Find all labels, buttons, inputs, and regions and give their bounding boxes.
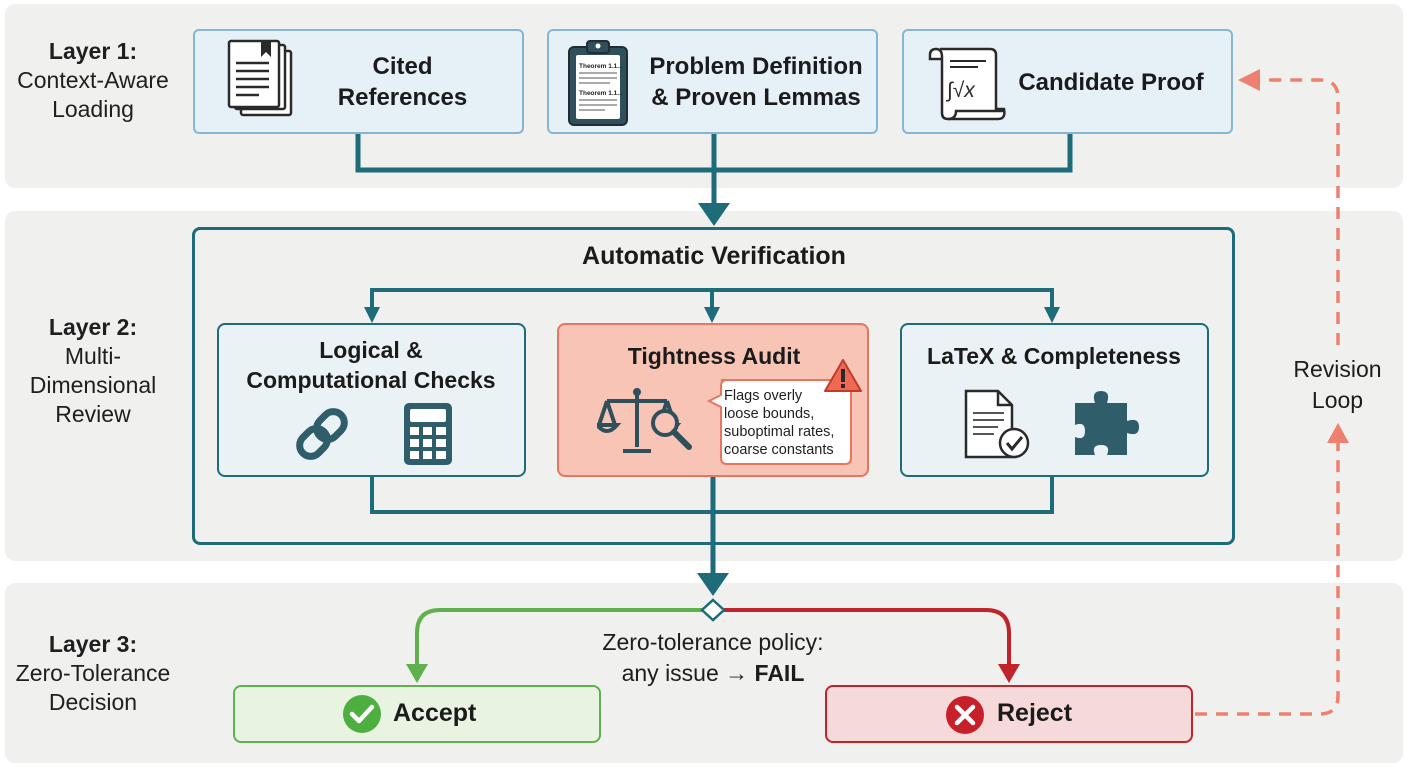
reject-button[interactable]: Reject [825, 685, 1193, 743]
fanout-arrowhead-middle [704, 307, 720, 323]
scroll-formula-text: ∫√x [946, 79, 976, 102]
automatic-verification-title: Automatic Verification [582, 242, 846, 270]
latex-completeness-label: LaTeX & Completeness [927, 343, 1181, 369]
problem-definition-label: Problem Definition & Proven Lemmas [643, 51, 869, 113]
callout-line: Flags overly [724, 388, 803, 404]
reject-arrowhead [998, 664, 1020, 683]
revision-loop-line-upper [1258, 78, 1340, 345]
layer-3-subtitle-line: Decision [48, 689, 138, 715]
card-label-line: & Proven Lemmas [651, 84, 861, 111]
cited-references-card[interactable]: Cited References [193, 29, 524, 134]
clipboard-theorem-line: Theorem 1.1... [579, 63, 623, 70]
layer-1-title: Layer 1: [48, 38, 138, 64]
clipboard-icon: Theorem 1.1... Theorem 1.1... [568, 40, 628, 126]
scale-magnifier-icon [597, 388, 692, 453]
callout-line: suboptimal rates, [724, 424, 835, 440]
automatic-verification-box [192, 227, 1235, 545]
box-label-line: Logical & [319, 337, 423, 363]
latex-completeness-box[interactable]: LaTeX & Completeness [900, 323, 1209, 477]
input-arrowhead [698, 203, 730, 226]
tightness-audit-label: Tightness Audit [627, 343, 801, 369]
layer-3-title: Layer 3: [48, 631, 138, 657]
accept-branch-line [415, 608, 702, 666]
layer-2-subtitle-line: Multi- [64, 343, 122, 369]
layer-3-label: Layer 3: Zero-Tolerance Decision [0, 630, 186, 717]
reject-branch-line [724, 608, 1011, 666]
document-stack-icon [227, 39, 293, 117]
card-label-line: Problem Definition [649, 53, 863, 80]
callout-line: coarse constants [724, 442, 834, 458]
scroll-formula-icon: ∫√x [928, 47, 1006, 121]
layer-1-subtitle-line: Loading [52, 96, 134, 122]
clipboard-theorem-line: Theorem 1.1... [579, 90, 623, 97]
layer-2-label: Layer 2: Multi- Dimensional Review [0, 313, 186, 429]
card-label-line: References [337, 84, 468, 111]
card-label-line: Candidate Proof [1018, 69, 1204, 96]
cited-references-label: Cited References [315, 51, 490, 113]
layer-1-label: Layer 1: Context-Aware Loading [0, 37, 186, 124]
fanout-arrowhead-right [1044, 307, 1060, 323]
layer-2-subtitle-line: Review [55, 401, 131, 427]
fanout-arrowhead-left [364, 307, 380, 323]
card-label-line: Cited [372, 53, 433, 80]
revision-loop-arrowhead-left [1238, 69, 1260, 91]
input-merge-connector [355, 133, 1073, 205]
logical-computational-checks-box[interactable]: Logical & Computational Checks [217, 323, 526, 477]
verification-fanout-connector [370, 288, 1054, 310]
layer-2-title: Layer 2: [48, 314, 138, 340]
box-label-line: Computational Checks [246, 367, 496, 393]
policy-fail-text: FAIL [754, 660, 805, 686]
candidate-proof-card[interactable]: ∫√x Candidate Proof [902, 29, 1233, 134]
layer-2-subtitle-line: Dimensional [29, 372, 157, 398]
zero-tolerance-policy: Zero-tolerance policy: any issue → FAIL [540, 627, 886, 689]
policy-line-1: Zero-tolerance policy: [602, 629, 824, 655]
tightness-audit-callout: Flags overly loose bounds, suboptimal ra… [724, 387, 854, 459]
x-circle-icon [946, 696, 984, 734]
tightness-audit-box[interactable]: Tightness Audit Flags overly loose bound… [557, 323, 869, 477]
warning-icon [824, 359, 862, 392]
problem-definition-card[interactable]: Theorem 1.1... Theorem 1.1... Problem De… [547, 29, 878, 134]
candidate-proof-label: Candidate Proof [1012, 67, 1210, 98]
decision-arrowhead [697, 573, 729, 596]
policy-line-2-prefix: any issue → [621, 660, 755, 686]
revision-loop-label: Revision Loop [1280, 354, 1395, 416]
reject-label: Reject [997, 699, 1073, 727]
policy-line-2: any issue → FAIL [540, 658, 886, 689]
calculator-icon [404, 403, 452, 465]
revision-loop-line: Loop [1311, 387, 1364, 413]
logical-computational-checks-label: Logical & Computational Checks [219, 335, 523, 395]
accept-arrowhead [406, 664, 428, 683]
chain-link-icon [296, 408, 348, 460]
accept-label: Accept [393, 699, 477, 727]
check-circle-icon [343, 695, 381, 733]
puzzle-piece-icon [1075, 391, 1139, 455]
document-check-icon [964, 389, 1030, 459]
revision-loop-line-lower [1195, 440, 1340, 716]
accept-button[interactable]: Accept [233, 685, 601, 743]
callout-line: loose bounds, [724, 406, 815, 422]
layer-1-subtitle-line: Context-Aware [17, 67, 169, 93]
revision-loop-line: Revision [1293, 356, 1382, 382]
layer-3-subtitle-line: Zero-Tolerance [15, 660, 171, 686]
revision-loop-arrowhead-up [1327, 423, 1349, 443]
decision-diamond [700, 598, 726, 622]
